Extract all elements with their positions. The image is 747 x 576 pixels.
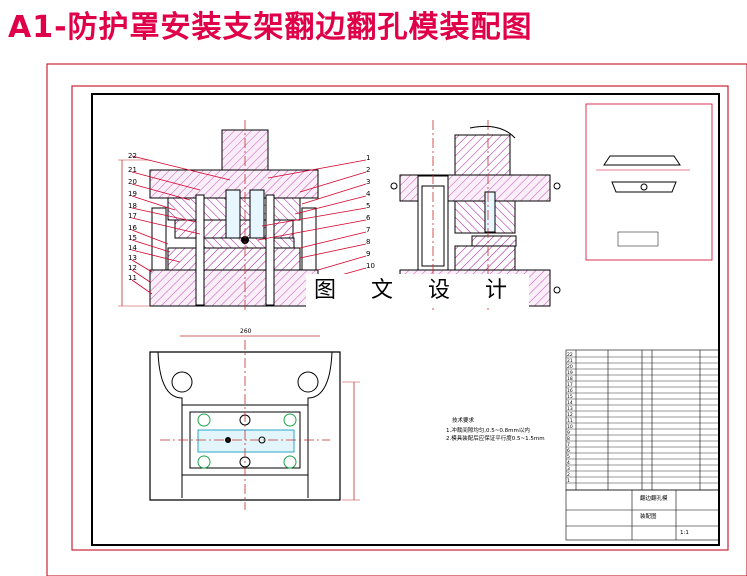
front-section-view [118, 120, 319, 312]
table-row-number: 15 [567, 394, 573, 400]
drawing-type: 装配图 [640, 512, 657, 520]
table-row-number: 6 [567, 448, 570, 454]
part-number: 10 [366, 262, 375, 270]
part-number: 13 [128, 254, 137, 262]
part-number: 6 [366, 214, 371, 222]
part-numbers-left: 22 21 20 19 18 17 16 15 14 13 12 11 [128, 152, 137, 282]
outer-sheet-border [46, 63, 747, 576]
parts-list-table [565, 349, 720, 491]
table-row-number: 20 [567, 364, 573, 370]
part-number: 4 [366, 190, 371, 198]
tech-req-line: 2.模具装配后应保证平行度0.5~1.5mm [446, 434, 545, 442]
part-number: 18 [128, 202, 137, 210]
drawing-title: A1-防护罩安装支架翻边翻孔模装配图 [8, 10, 533, 45]
part-number: 14 [128, 244, 137, 252]
part-number: 12 [128, 264, 137, 272]
part-number: 9 [366, 250, 370, 258]
part-number: 15 [128, 234, 137, 242]
parts-list-numbers: 22 21 20 19 18 17 16 15 14 13 12 11 10 9… [567, 352, 573, 484]
table-row-number: 18 [567, 376, 573, 382]
table-row-number: 13 [567, 406, 573, 412]
overall-dimension: 260 [240, 328, 252, 335]
table-row-number: 9 [567, 430, 570, 436]
part-number: 19 [128, 190, 137, 198]
table-row-number: 17 [567, 382, 573, 388]
table-row-number: 8 [567, 436, 570, 442]
tech-req-heading: 技术要求 [452, 416, 475, 424]
technical-requirements: 技术要求 1.冲裁间隙均匀,0.5~0.8mm以内 2.模具装配后应保证平行度0… [446, 416, 545, 442]
part-number: 11 [128, 274, 137, 282]
drawing-area-border [91, 93, 720, 546]
part-number: 7 [366, 226, 370, 234]
table-row-number: 5 [567, 454, 570, 460]
inner-frame-border [71, 85, 729, 551]
title-block-text: 翻边翻孔模 装配图 1:1 [640, 494, 689, 536]
plan-view: 260 [149, 328, 360, 510]
table-row-number: 22 [567, 352, 573, 358]
table-row-number: 21 [567, 358, 573, 364]
table-row-number: 12 [567, 412, 573, 418]
part-number: 20 [128, 178, 137, 186]
table-row-number: 16 [567, 388, 573, 394]
part-number: 2 [366, 166, 370, 174]
part-numbers-right: 1 2 3 4 5 6 7 8 9 10 [366, 154, 375, 270]
table-row-number: 3 [567, 466, 570, 472]
drawing-scale: 1:1 [680, 530, 689, 536]
part-number: 5 [366, 202, 370, 210]
part-sketch [585, 103, 713, 261]
parts-list-rows [566, 356, 719, 484]
table-row-number: 10 [567, 424, 573, 430]
part-number: 21 [128, 166, 137, 174]
drawing-name: 翻边翻孔模 [640, 494, 668, 502]
table-row-number: 19 [567, 370, 573, 376]
table-row-number: 1 [567, 478, 570, 484]
title-block [565, 489, 720, 541]
table-row-number: 14 [567, 400, 573, 406]
table-row-number: 4 [567, 460, 570, 466]
tech-req-line: 1.冲裁间隙均匀,0.5~0.8mm以内 [446, 426, 530, 434]
watermark-text: 图 文 设 计 [306, 274, 529, 308]
table-row-number: 2 [567, 472, 570, 478]
part-number: 22 [128, 152, 137, 160]
part-number: 3 [366, 178, 370, 186]
part-number: 1 [366, 154, 370, 162]
table-row-number: 11 [567, 418, 573, 424]
part-number: 16 [128, 224, 137, 232]
part-number: 17 [128, 212, 137, 220]
table-row-number: 7 [567, 442, 570, 448]
part-number: 8 [366, 238, 370, 246]
